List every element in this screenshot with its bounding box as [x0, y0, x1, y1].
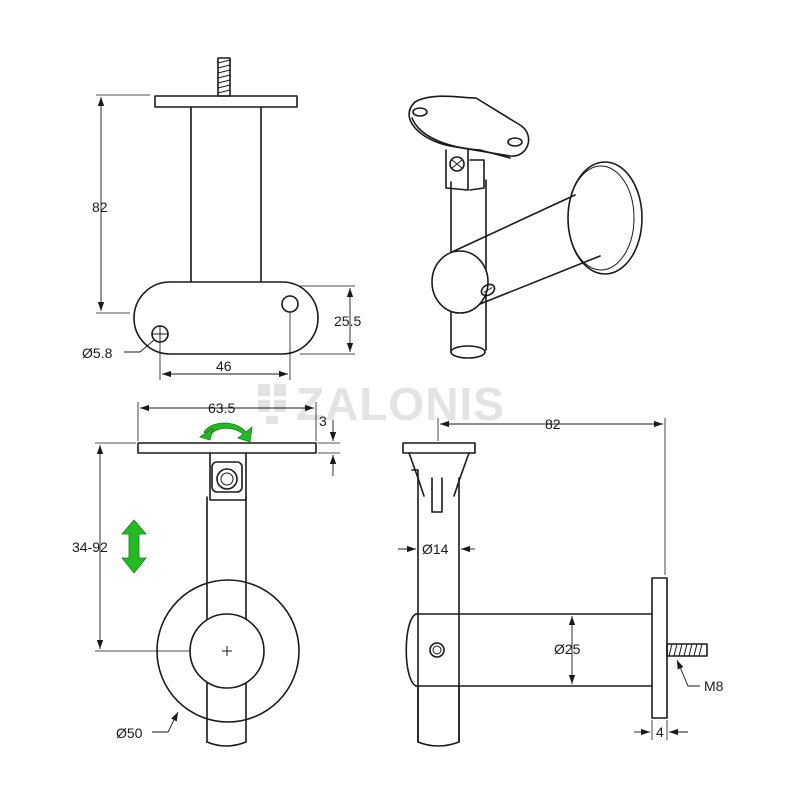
hole-diameter-dimension: Ø5.8 [82, 345, 113, 361]
isometric-view [408, 95, 643, 359]
hole-spacing-dimension: 46 [216, 358, 232, 374]
mount-hole-right [281, 295, 299, 313]
thread-leader [676, 659, 700, 687]
flange-thickness-dimension: 4 [656, 724, 664, 740]
tube-diameter-dimension: Ø25 [554, 641, 581, 657]
top-left-view: 82 25.5 46 Ø5.8 [82, 57, 361, 380]
side-threaded-stud [666, 643, 708, 657]
tube-end-iso [431, 250, 489, 314]
watermark-text: ZALONIS [296, 378, 505, 430]
rotation-arrow-icon [203, 422, 253, 443]
side-wall-flange [651, 577, 668, 719]
wall-flange-diameter-dimension: Ø50 [116, 725, 143, 741]
projection-dimension: 82 [545, 416, 561, 432]
flange-diameter-leader [152, 711, 179, 733]
saddle-plate [154, 95, 298, 108]
hole-diameter-leader [124, 339, 155, 353]
clamp-plate [133, 281, 319, 355]
side-post [417, 477, 460, 743]
side-set-screw [429, 642, 445, 658]
front-saddle-plate [137, 442, 317, 454]
front-view: 63.5 3 34-92 Ø50 [72, 400, 340, 747]
height-adjust-arrow-icon [121, 519, 147, 574]
plate-width-dimension: 63.5 [208, 400, 235, 416]
height-range-dimension: 34-92 [72, 539, 108, 555]
front-hinge [209, 452, 247, 501]
watermark-logo-icon [258, 384, 286, 424]
threaded-stud-top [217, 57, 231, 97]
saddle-plate-iso [408, 95, 530, 157]
plate-height-dimension: 25.5 [334, 313, 361, 329]
side-tube [415, 613, 653, 687]
side-saddle-plate [402, 442, 476, 454]
horizontal-tube-iso [451, 194, 601, 309]
brand-watermark: ZALONIS [258, 378, 505, 430]
side-view: 82 Ø14 Ø25 M8 4 [398, 416, 724, 747]
set-screw-iso [480, 283, 496, 297]
post-tube [190, 106, 262, 283]
thread-dimension: M8 [704, 678, 724, 694]
height-dimension: 82 [92, 199, 108, 215]
plate-thickness-dimension: 3 [319, 413, 327, 429]
post-diameter-dimension: Ø14 [422, 541, 449, 557]
